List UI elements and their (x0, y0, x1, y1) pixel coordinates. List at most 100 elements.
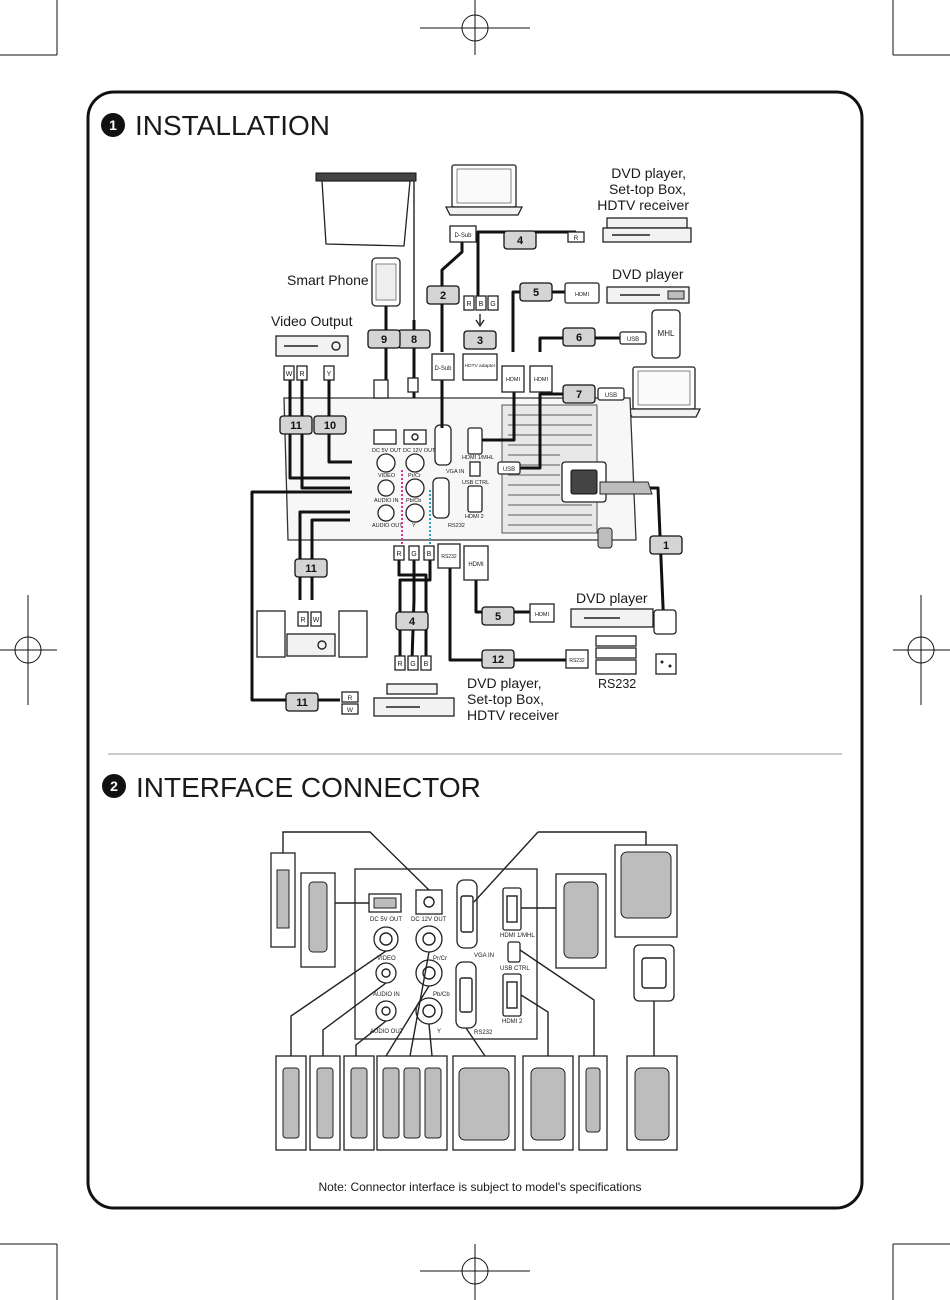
svg-text:1: 1 (663, 540, 669, 552)
svg-text:HDMI: HDMI (468, 562, 484, 568)
svg-text:RS232: RS232 (441, 554, 457, 560)
registration-mark-right (893, 595, 950, 705)
svg-text:DVD player,: DVD player, (611, 165, 686, 181)
usb-mini-plug-icon (578, 1055, 608, 1151)
audio-in-plug-icon (309, 1055, 341, 1151)
hdmi-plug-icon-bottom (522, 1055, 574, 1151)
rca-video-plug-icon (275, 1055, 307, 1151)
svg-text:Set-top Box,: Set-top Box, (467, 691, 544, 707)
svg-text:VGA IN: VGA IN (474, 953, 494, 959)
svg-text:DC 12V OUT: DC 12V OUT (403, 448, 436, 454)
projector-rear-panel: DC 5V OUT DC 12V OUT VIDEO Pr/Cr AUDIO I… (283, 397, 637, 549)
svg-text:MHL: MHL (658, 329, 675, 338)
svg-text:RS232: RS232 (448, 523, 465, 529)
svg-text:G: G (410, 661, 415, 668)
svg-text:9: 9 (381, 334, 387, 346)
svg-text:2: 2 (440, 290, 446, 302)
svg-text:G: G (411, 551, 416, 558)
smart-phone-icon (371, 257, 401, 307)
svg-text:USB: USB (503, 467, 515, 473)
svg-text:HDTV adapter: HDTV adapter (465, 363, 496, 369)
pbcb-port: Pb/Cb (415, 959, 450, 998)
svg-text:USB: USB (605, 393, 617, 399)
interface-connector-diagram: DC 5V OUT DC 12V OUT VIDEO Pr/Cr AUDIO I… (270, 831, 678, 1151)
power-cord-plug-icon-bottom (626, 1055, 678, 1151)
svg-text:Pb/Cb: Pb/Cb (406, 498, 421, 504)
rs232-device-icon (595, 635, 637, 675)
svg-text:AUDIO IN: AUDIO IN (373, 992, 400, 998)
svg-text:W: W (286, 371, 293, 378)
section-number: 1 (109, 117, 117, 133)
svg-text:AUDIO OUT: AUDIO OUT (370, 1029, 404, 1035)
power-cord-plug-icon-top (633, 944, 675, 1002)
dc-plug-icon (270, 852, 296, 948)
vga-in-port: VGA IN (456, 879, 494, 959)
svg-text:HDMI 1/MHL: HDMI 1/MHL (500, 933, 535, 939)
svg-text:HDMI 2: HDMI 2 (465, 514, 484, 520)
svg-text:HDMI: HDMI (535, 612, 550, 618)
dvd-player-label-bottom: DVD player (576, 590, 648, 606)
section-installation-heading: 1 INSTALLATION (101, 110, 330, 141)
section-number: 2 (110, 778, 118, 794)
dvd-player-icon-top-1 (602, 217, 692, 243)
video-output-label: Video Output (271, 313, 353, 329)
prcr-port: Pr/Cr (415, 925, 447, 962)
svg-text:R: R (348, 695, 353, 702)
svg-text:12: 12 (492, 654, 504, 666)
connector-tags: D-Sub D-Sub HDTV adapter HDMI HDMI HDMI … (283, 225, 647, 715)
registration-mark-bottom (420, 1244, 530, 1300)
svg-text:7: 7 (576, 389, 582, 401)
svg-text:HDMI: HDMI (506, 377, 521, 383)
svg-text:D-Sub: D-Sub (434, 366, 452, 372)
dvd-set-top-box-label-top: DVD player, Set-top Box, HDTV receiver (597, 165, 689, 213)
svg-text:Set-top Box,: Set-top Box, (609, 181, 686, 197)
svg-text:4: 4 (517, 235, 524, 247)
svg-text:W: W (347, 707, 354, 714)
svg-text:R: R (396, 551, 401, 558)
svg-text:RS232: RS232 (569, 658, 585, 664)
svg-text:HDTV receiver: HDTV receiver (597, 197, 689, 213)
svg-text:HDMI: HDMI (575, 292, 590, 298)
svg-text:AUDIO OUT: AUDIO OUT (372, 523, 403, 529)
speaker-amplifier-icon (256, 610, 368, 658)
cable-number-badges: 1 2 3 4 4 5 5 6 7 8 9 10 11 11 11 12 (279, 230, 683, 712)
svg-text:3: 3 (477, 335, 483, 347)
svg-text:11: 11 (296, 697, 308, 709)
svg-text:8: 8 (411, 334, 417, 346)
vga-plug-icon-top (614, 844, 678, 938)
section-interface-heading: 2 INTERFACE CONNECTOR (102, 772, 481, 803)
svg-text:USB: USB (627, 337, 639, 343)
svg-text:R: R (300, 617, 305, 624)
installation-diagram: DVD player, Set-top Box, HDTV receiver D… (250, 164, 702, 723)
svg-text:R: R (397, 661, 402, 668)
svg-text:VIDEO: VIDEO (377, 956, 396, 962)
svg-text:Pb/Cb: Pb/Cb (433, 992, 450, 998)
usb-ctrl-port: USB CTRL (500, 941, 530, 972)
smart-phone-label: Smart Phone (287, 272, 369, 288)
svg-text:R: R (299, 371, 304, 378)
svg-text:HDMI 2: HDMI 2 (502, 1019, 523, 1025)
rs232-plug-icon (452, 1055, 516, 1151)
svg-text:B: B (424, 661, 429, 668)
svg-text:Y: Y (327, 371, 332, 378)
dvd-player-icon-bottom (570, 608, 654, 628)
rs232-port: RS232 (455, 961, 493, 1036)
svg-text:Y: Y (437, 1029, 441, 1035)
dc5v-port: DC 5V OUT (368, 893, 402, 923)
svg-text:VIDEO: VIDEO (378, 473, 396, 479)
svg-text:DC 5V OUT: DC 5V OUT (372, 448, 402, 454)
svg-text:4: 4 (409, 616, 416, 628)
svg-text:W: W (313, 617, 320, 624)
svg-text:HDMI: HDMI (534, 377, 549, 383)
component-rca-plugs-icon (376, 1055, 448, 1151)
specification-note: Note: Connector interface is subject to … (318, 1180, 641, 1194)
svg-text:HDTV receiver: HDTV receiver (467, 707, 559, 723)
usb-plug-icon (300, 872, 336, 968)
svg-text:11: 11 (290, 420, 302, 432)
audio-in-port: AUDIO IN (373, 962, 400, 998)
svg-text:Pr/Cr: Pr/Cr (408, 473, 421, 479)
svg-text:USB CTRL: USB CTRL (500, 966, 530, 972)
svg-text:G: G (490, 301, 495, 308)
